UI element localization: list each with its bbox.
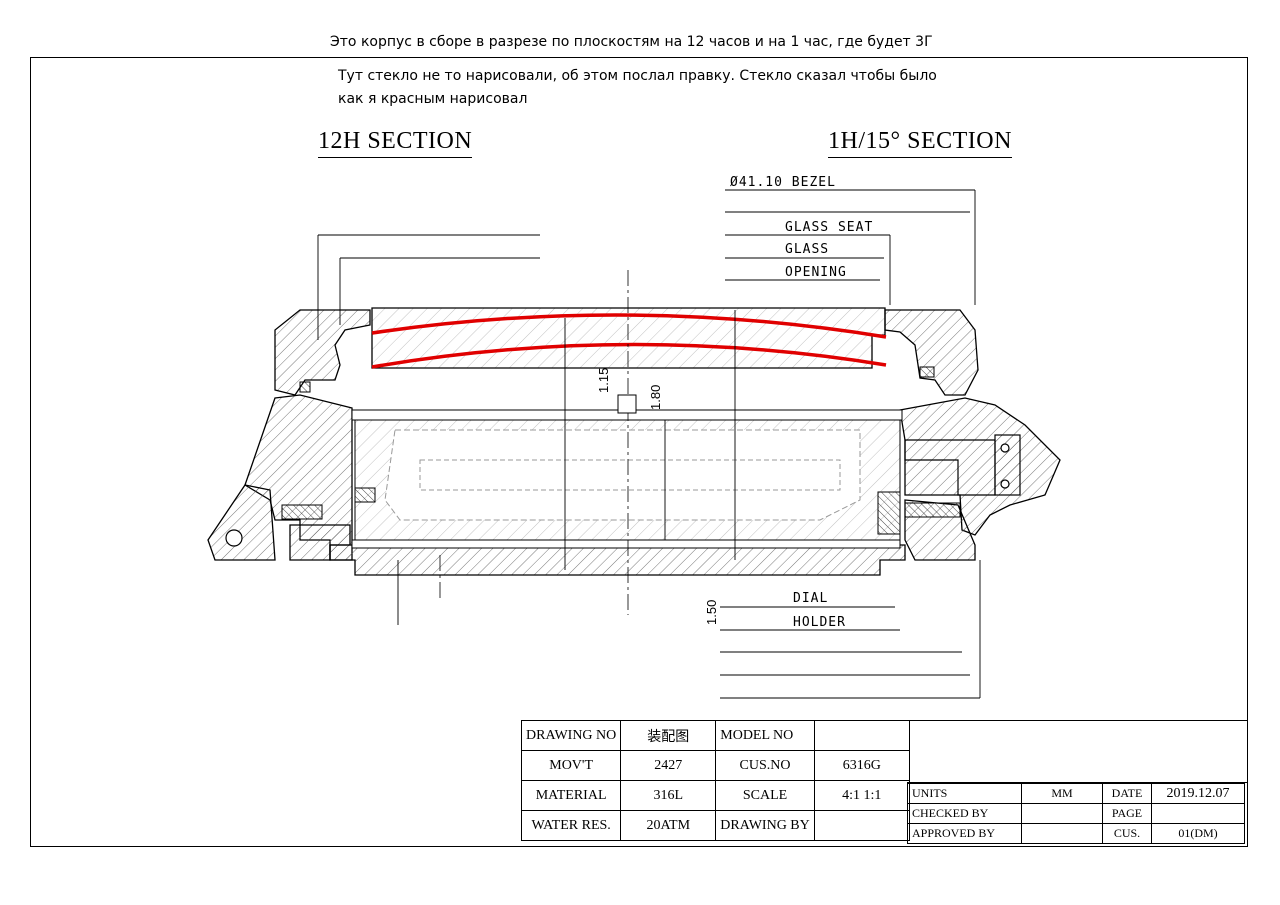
dimension-lines <box>317 189 981 699</box>
red-curve-top <box>371 313 887 339</box>
cus-label: CUS. <box>1102 823 1152 844</box>
opening-label: OPENING <box>785 265 847 280</box>
stem-post <box>617 394 637 414</box>
title-block-main: DRAWING NO 装配图 MODEL NO MOV'T 2427 CUS.N… <box>520 720 910 841</box>
left-bottom-block <box>289 524 351 561</box>
units-label: UNITS <box>907 783 1022 804</box>
drawing-by-value <box>813 810 910 841</box>
title-block-blank <box>907 720 1248 783</box>
drawing-frame <box>30 57 1248 847</box>
page-value <box>1151 803 1245 824</box>
drawing-no-value: 装配图 <box>620 720 717 751</box>
section-title-12h: 12H SECTION <box>318 128 473 158</box>
cus-no-label: CUS.NO <box>715 750 815 781</box>
case-body <box>207 309 1061 576</box>
movt-value: 2427 <box>620 750 717 781</box>
left-bezel <box>274 309 371 396</box>
water-res-value: 20ATM <box>620 810 717 841</box>
scale-value: 4:1 1:1 <box>813 780 910 811</box>
drawing-by-label: DRAWING BY <box>715 810 815 841</box>
annotation-glass-line1: Тут стекло не то нарисовали, об этом пос… <box>338 68 937 84</box>
dimension-1-50: 1.50 <box>704 599 719 625</box>
water-res-label: WATER RES. <box>520 810 622 841</box>
units-value: MM <box>1021 783 1103 804</box>
cus-value: 01(DM) <box>1151 823 1245 844</box>
caseback <box>329 544 906 576</box>
bezel-label: Ø41.10 BEZEL <box>730 175 836 190</box>
scale-label: SCALE <box>715 780 815 811</box>
glass-seat-label: GLASS SEAT <box>785 220 874 235</box>
model-no-label: MODEL NO <box>715 720 815 751</box>
lug-hole <box>225 529 243 547</box>
dimension-1-80: 1.80 <box>648 384 663 410</box>
page-label: PAGE <box>1102 803 1152 824</box>
dial-label: DIAL <box>793 591 829 606</box>
gaskets <box>281 366 961 535</box>
right-bezel <box>884 309 979 396</box>
model-no-value <box>813 720 910 751</box>
material-label: MATERIAL <box>520 780 622 811</box>
glass-label: GLASS <box>785 242 830 257</box>
date-value: 2019.12.07 <box>1151 783 1245 804</box>
red-curve-bottom <box>371 342 887 369</box>
section-title-1h: 1H/15° SECTION <box>828 128 1012 158</box>
cus-no-value: 6316G <box>813 750 910 781</box>
checked-by-label: CHECKED BY <box>907 803 1022 824</box>
right-case-middle <box>899 397 1061 536</box>
center-lines <box>439 270 629 615</box>
drawing-no-label: DRAWING NO <box>520 720 622 751</box>
annotation-top: Это корпус в сборе в разрезе по плоскост… <box>330 34 933 50</box>
material-value: 316L <box>620 780 717 811</box>
crown <box>904 434 1021 496</box>
movement <box>351 409 903 549</box>
left-lug <box>207 484 276 561</box>
approved-by-label: APPROVED BY <box>907 823 1022 844</box>
approved-by-value <box>1021 823 1103 844</box>
date-label: DATE <box>1102 783 1152 804</box>
red-markup-glass <box>371 313 887 369</box>
dimension-1-15: 1.15 <box>596 367 611 393</box>
title-block-approval: UNITS MM DATE 2019.12.07 CHECKED BY PAGE… <box>907 783 1245 844</box>
holder-label: HOLDER <box>793 615 846 630</box>
movt-label: MOV'T <box>520 750 622 781</box>
annotation-glass-line2: как я красным нарисовал <box>338 91 528 107</box>
checked-by-value <box>1021 803 1103 824</box>
glass <box>371 307 886 369</box>
